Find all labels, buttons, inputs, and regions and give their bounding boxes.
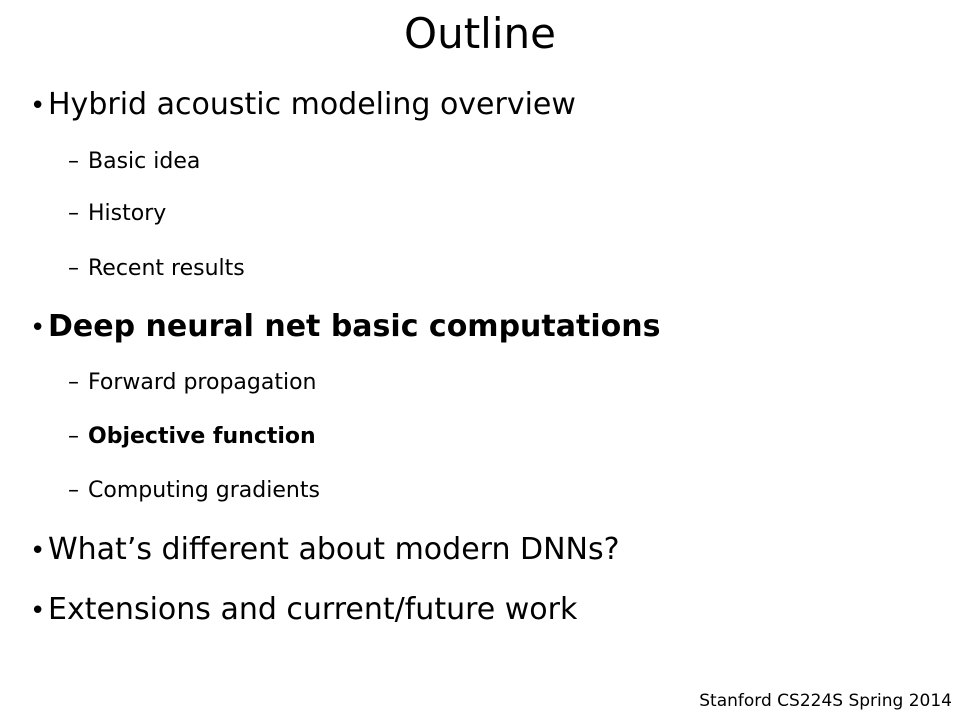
- slide-title: Outline: [404, 9, 556, 58]
- outline-subitem: –Forward propagation: [68, 368, 317, 398]
- outline-item: •Extensions and current/future work: [30, 590, 577, 631]
- outline-subitem-text: History: [88, 201, 167, 226]
- outline-subitem: –Computing gradients: [68, 476, 320, 506]
- outline-subitem-text: Recent results: [88, 256, 245, 281]
- outline-subitem: –History: [68, 199, 166, 229]
- dash-icon: –: [68, 149, 79, 174]
- outline-subitem-text: Objective function: [88, 424, 316, 449]
- outline-subitem-text: Basic idea: [88, 149, 201, 174]
- outline-subitem: –Objective function: [68, 422, 316, 452]
- outline-item-text: Deep neural net basic computations: [48, 309, 661, 344]
- dash-icon: –: [68, 424, 79, 449]
- dash-icon: –: [68, 201, 79, 226]
- outline-subitem-text: Computing gradients: [88, 478, 320, 503]
- dash-icon: –: [68, 478, 79, 503]
- outline-item: •Hybrid acoustic modeling overview: [30, 85, 576, 126]
- dash-icon: –: [68, 370, 79, 395]
- bullet-icon: •: [30, 536, 46, 566]
- outline-subitem-text: Forward propagation: [88, 370, 317, 395]
- bullet-icon: •: [30, 596, 46, 626]
- outline-item-text: What’s different about modern DNNs?: [48, 532, 620, 567]
- bullet-icon: •: [30, 91, 46, 121]
- outline-item-text: Hybrid acoustic modeling overview: [48, 87, 576, 122]
- outline-subitem: –Basic idea: [68, 147, 200, 177]
- bullet-icon: •: [30, 313, 46, 343]
- outline-subitem: –Recent results: [68, 254, 245, 284]
- slide-footer: Stanford CS224S Spring 2014: [699, 691, 952, 711]
- outline-item: •Deep neural net basic computations: [30, 307, 660, 348]
- dash-icon: –: [68, 256, 79, 281]
- outline-item: •What’s different about modern DNNs?: [30, 530, 620, 571]
- outline-item-text: Extensions and current/future work: [48, 592, 578, 627]
